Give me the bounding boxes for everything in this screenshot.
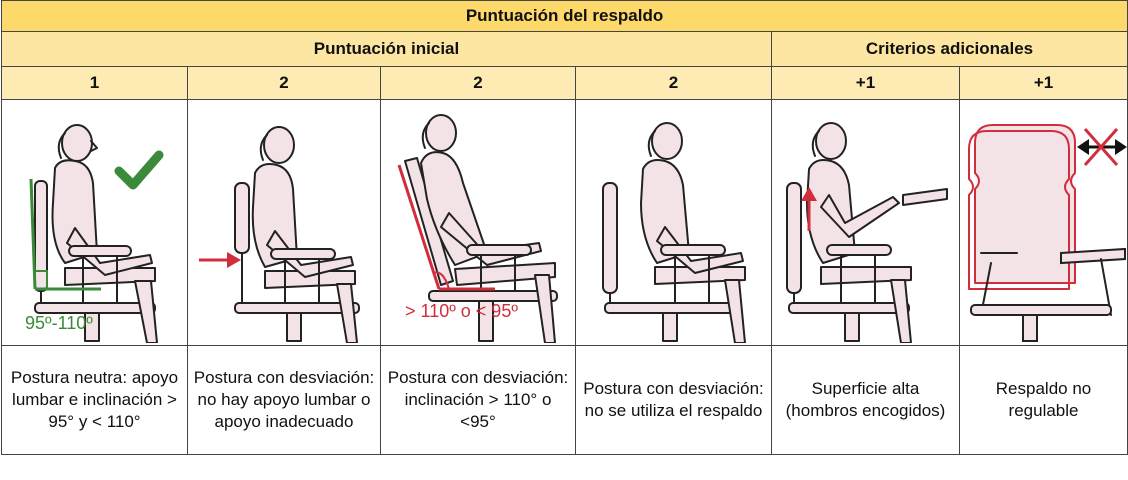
description-1: Postura neutra: apoyo lumbar e inclinaci…: [1, 345, 188, 455]
neutral-angle-label: 95º-110º: [25, 313, 93, 333]
high-surface-figure: [785, 121, 948, 343]
score-6: +1: [958, 66, 1128, 100]
group-additional-criteria: Criterios adicionales: [770, 31, 1128, 67]
description-5: Superficie alta (hombros encogidos): [771, 345, 960, 455]
score-5: +1: [771, 66, 960, 100]
description-6: Respaldo no regulable: [958, 345, 1128, 455]
recline-angle-label: > 110º o < 95º: [405, 301, 518, 321]
group-initial-score: Puntuación inicial: [1, 31, 772, 67]
score-4: 2: [575, 66, 772, 100]
score-1: 1: [1, 66, 188, 100]
illustration-reclined: > 110º o < 95º: [380, 99, 576, 346]
backrest-score-table: Puntuación del respaldo Puntuación inici…: [0, 0, 1128, 455]
illustration-no-lumbar: [187, 99, 381, 346]
no-backrest-use-figure: [601, 121, 746, 343]
no-lumbar-figure: [199, 125, 360, 343]
illustration-no-backrest-use: [575, 99, 772, 346]
illustration-non-adjustable: [958, 99, 1128, 346]
illustration-neutral: 95º-110º: [1, 99, 188, 346]
neutral-posture-figure: 95º-110º: [25, 123, 163, 343]
reclined-figure: > 110º o < 95º: [397, 113, 558, 343]
arrow-right-icon: [199, 251, 241, 268]
arrow-up-icon: [800, 186, 817, 231]
table-title: Puntuación del respaldo: [0, 0, 1128, 32]
score-3: 2: [380, 66, 576, 100]
description-2: Postura con desviación: no hay apoyo lum…: [187, 345, 381, 455]
check-icon: [114, 150, 163, 189]
cross-icon: [1083, 127, 1118, 166]
description-4: Postura con desviación: no se utiliza el…: [575, 345, 772, 455]
description-3: Postura con desviación: inclinación > 11…: [380, 345, 576, 455]
score-2: 2: [187, 66, 381, 100]
illustration-high-surface: [771, 99, 960, 346]
non-adjustable-figure: [967, 123, 1127, 342]
